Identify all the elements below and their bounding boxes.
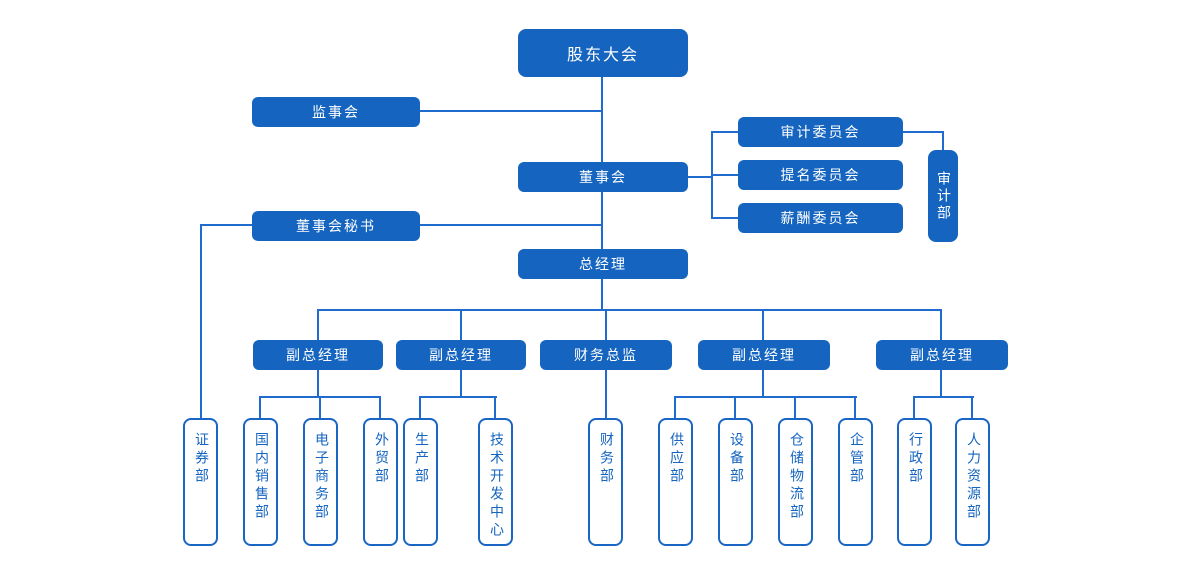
connector-line (674, 396, 857, 398)
connector-line (379, 396, 381, 418)
connector-line (854, 396, 856, 418)
connector-line (913, 396, 974, 398)
connector-line (317, 310, 319, 340)
connector-line (762, 370, 764, 397)
node-board-of-directors: 董事会 (518, 162, 688, 192)
connector-line (601, 192, 603, 249)
node-supervisory-board: 监事会 (252, 97, 420, 127)
node-dept-securities: 证券部 (183, 418, 218, 546)
connector-line (913, 396, 915, 418)
connector-line (420, 224, 603, 226)
connector-line (711, 131, 738, 133)
node-deputy-gm-2: 副总经理 (396, 340, 526, 370)
node-general-manager: 总经理 (518, 249, 688, 279)
connector-line (601, 77, 603, 162)
node-dept-tech-development-center: 技术开发中心 (478, 418, 513, 546)
node-dept-supply: 供应部 (658, 418, 693, 546)
node-deputy-gm-1: 副总经理 (253, 340, 383, 370)
node-dept-equipment: 设备部 (718, 418, 753, 546)
connector-line (419, 396, 497, 398)
connector-line (794, 396, 796, 418)
connector-line (259, 396, 261, 418)
node-nomination-committee: 提名委员会 (738, 160, 903, 190)
connector-line (605, 370, 607, 418)
connector-line (605, 310, 607, 340)
node-dept-warehouse-logistics: 仓储物流部 (778, 418, 813, 546)
connector-line (734, 396, 736, 418)
connector-line (674, 396, 676, 418)
connector-line (940, 310, 942, 340)
node-finance-director: 财务总监 (540, 340, 672, 370)
connector-line (317, 370, 319, 397)
node-dept-administration: 行政部 (897, 418, 932, 546)
connector-line (601, 279, 603, 310)
connector-line (200, 224, 252, 226)
node-dept-enterprise-management: 企管部 (838, 418, 873, 546)
node-dept-domestic-sales: 国内销售部 (243, 418, 278, 546)
node-audit-department: 审计部 (928, 150, 958, 242)
node-deputy-gm-3: 副总经理 (698, 340, 830, 370)
connector-line (460, 370, 462, 397)
node-dept-human-resources: 人力资源部 (955, 418, 990, 546)
connector-line (711, 174, 738, 176)
node-shareholders-meeting: 股东大会 (518, 29, 688, 77)
connector-line (317, 309, 942, 311)
node-dept-production: 生产部 (403, 418, 438, 546)
connector-line (420, 110, 603, 112)
connector-line (419, 396, 421, 418)
connector-line (711, 217, 738, 219)
connector-line (460, 310, 462, 340)
connector-line (494, 396, 496, 418)
node-deputy-gm-4: 副总经理 (876, 340, 1008, 370)
connector-line (319, 396, 321, 418)
node-dept-ecommerce: 电子商务部 (303, 418, 338, 546)
connector-line (762, 310, 764, 340)
connector-line (940, 370, 942, 397)
node-dept-foreign-trade: 外贸部 (363, 418, 398, 546)
node-audit-committee: 审计委员会 (738, 117, 903, 147)
connector-line (971, 396, 973, 418)
node-board-secretary: 董事会秘书 (252, 211, 420, 241)
connector-line (688, 176, 712, 178)
node-compensation-committee: 薪酬委员会 (738, 203, 903, 233)
connector-line (200, 224, 202, 418)
node-dept-finance: 财务部 (588, 418, 623, 546)
connector-line (903, 131, 944, 133)
connector-line (942, 131, 944, 150)
